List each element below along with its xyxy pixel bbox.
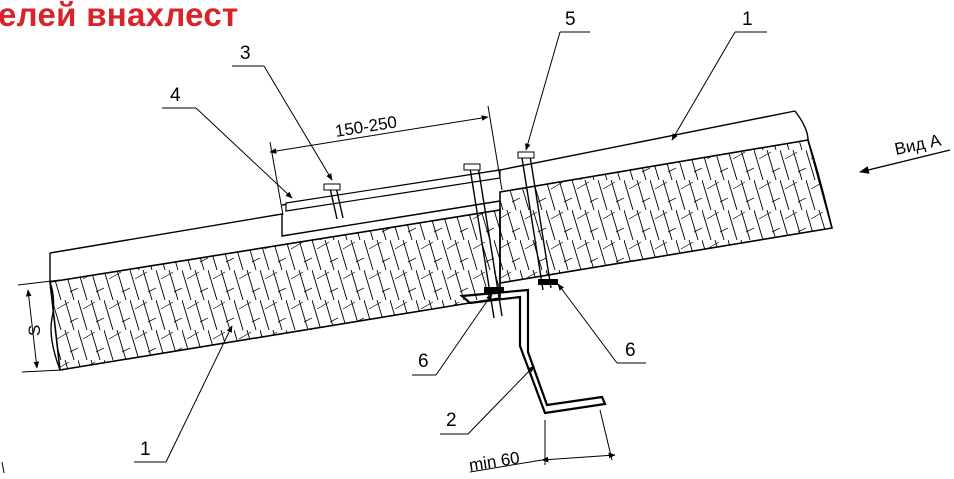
break-line-left [49, 281, 61, 371]
lower-panel-core [49, 209, 501, 371]
callout-1-bottom: 1 [134, 325, 233, 463]
callout-3: 3 [232, 43, 333, 181]
callout-1-top: 1 [671, 9, 767, 141]
svg-text:6: 6 [418, 351, 429, 372]
view-a-label: Вид А [893, 130, 943, 158]
lower-panel-skin [49, 200, 501, 254]
thickness-dimension-line [25, 289, 40, 369]
view-a-arrow [859, 149, 951, 174]
stitch-screw [323, 183, 344, 220]
sealing-tape [285, 169, 501, 212]
washer-left [484, 287, 504, 293]
svg-text:3: 3 [240, 43, 251, 64]
callout-5: 5 [525, 9, 590, 151]
flange-dimension-line [541, 452, 616, 463]
washer-right [538, 279, 558, 285]
svg-text:1: 1 [140, 439, 151, 460]
break-line-right [794, 110, 833, 229]
svg-text:6: 6 [625, 340, 636, 361]
purlin-profile [459, 288, 607, 415]
svg-text:2: 2 [446, 410, 457, 431]
upper-panel-core [499, 139, 834, 284]
page-title: елей внахлест [0, 0, 239, 33]
svg-text:4: 4 [170, 85, 181, 106]
callout-6-left: 6 [412, 293, 493, 376]
thickness-dimension-label: S [25, 325, 44, 336]
callout-6-right: 6 [557, 283, 646, 364]
callout-4: 4 [162, 85, 293, 199]
callout-2: 2 [440, 365, 535, 435]
overlap-dimension-line [269, 115, 489, 154]
svg-text:1: 1 [742, 9, 753, 30]
svg-text:5: 5 [565, 9, 576, 30]
flange-dimension-label: min 60 [468, 448, 521, 475]
screw-right [517, 151, 552, 291]
edge-mark [1, 461, 5, 474]
